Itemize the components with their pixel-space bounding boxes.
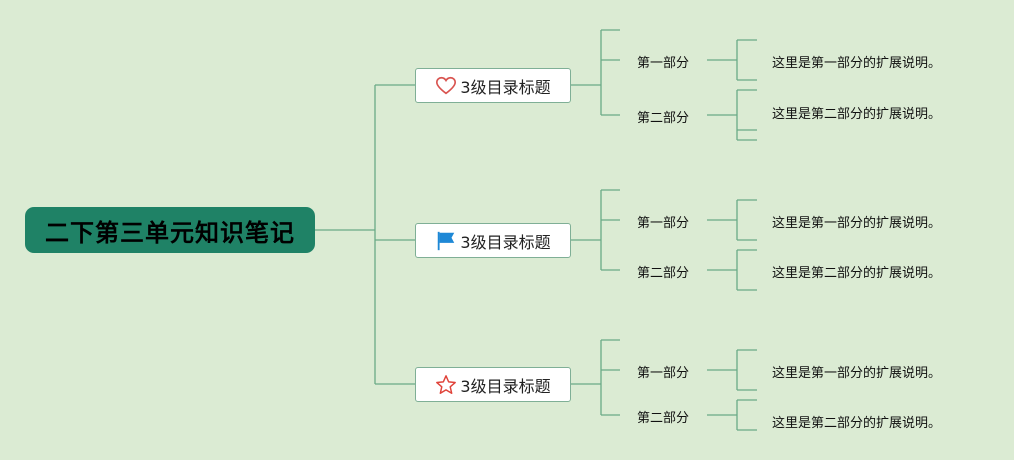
subtopic-1-1[interactable]: 第一部分: [637, 56, 690, 71]
subtopic-3-1[interactable]: 第一部分: [637, 366, 690, 381]
leaf-1-1[interactable]: 这里是第一部分的扩展说明。: [772, 56, 942, 71]
leaf-3-2[interactable]: 这里是第二部分的扩展说明。: [772, 416, 942, 431]
subtopic-3-2[interactable]: 第二部分: [637, 411, 690, 426]
branch-topic-3[interactable]: 3级目录标题: [415, 367, 571, 402]
b1-p2-stubs: [737, 89, 757, 141]
root-title: 二下第三单元知识笔记: [45, 218, 295, 247]
star-icon: [435, 374, 457, 396]
b1-p1-stubs: [737, 39, 757, 81]
leaf-2-2[interactable]: 这里是第二部分的扩展说明。: [772, 266, 942, 281]
leaf-1-2[interactable]: 这里是第二部分的扩展说明。: [772, 107, 942, 122]
branch-title: 3级目录标题: [460, 232, 551, 252]
subtopic-2-1[interactable]: 第一部分: [637, 216, 690, 231]
b2-p2-stubs: [737, 249, 757, 291]
branch-title: 3级目录标题: [460, 376, 551, 396]
flag-icon: [435, 230, 457, 252]
subtopic-1-2[interactable]: 第二部分: [637, 111, 690, 126]
heart-icon: [435, 75, 457, 97]
subtopic-2-2[interactable]: 第二部分: [637, 266, 690, 281]
b2-p1-stubs: [737, 199, 757, 241]
leaf-2-1[interactable]: 这里是第一部分的扩展说明。: [772, 216, 942, 231]
b3-p1-stubs: [737, 349, 757, 391]
root-topic[interactable]: 二下第三单元知识笔记: [25, 207, 315, 253]
branch-topic-2[interactable]: 3级目录标题: [415, 223, 571, 258]
b3-p2-stubs: [737, 399, 757, 431]
leaf-3-1[interactable]: 这里是第一部分的扩展说明。: [772, 366, 942, 381]
branch-title: 3级目录标题: [460, 77, 551, 97]
branch-topic-1[interactable]: 3级目录标题: [415, 68, 571, 103]
